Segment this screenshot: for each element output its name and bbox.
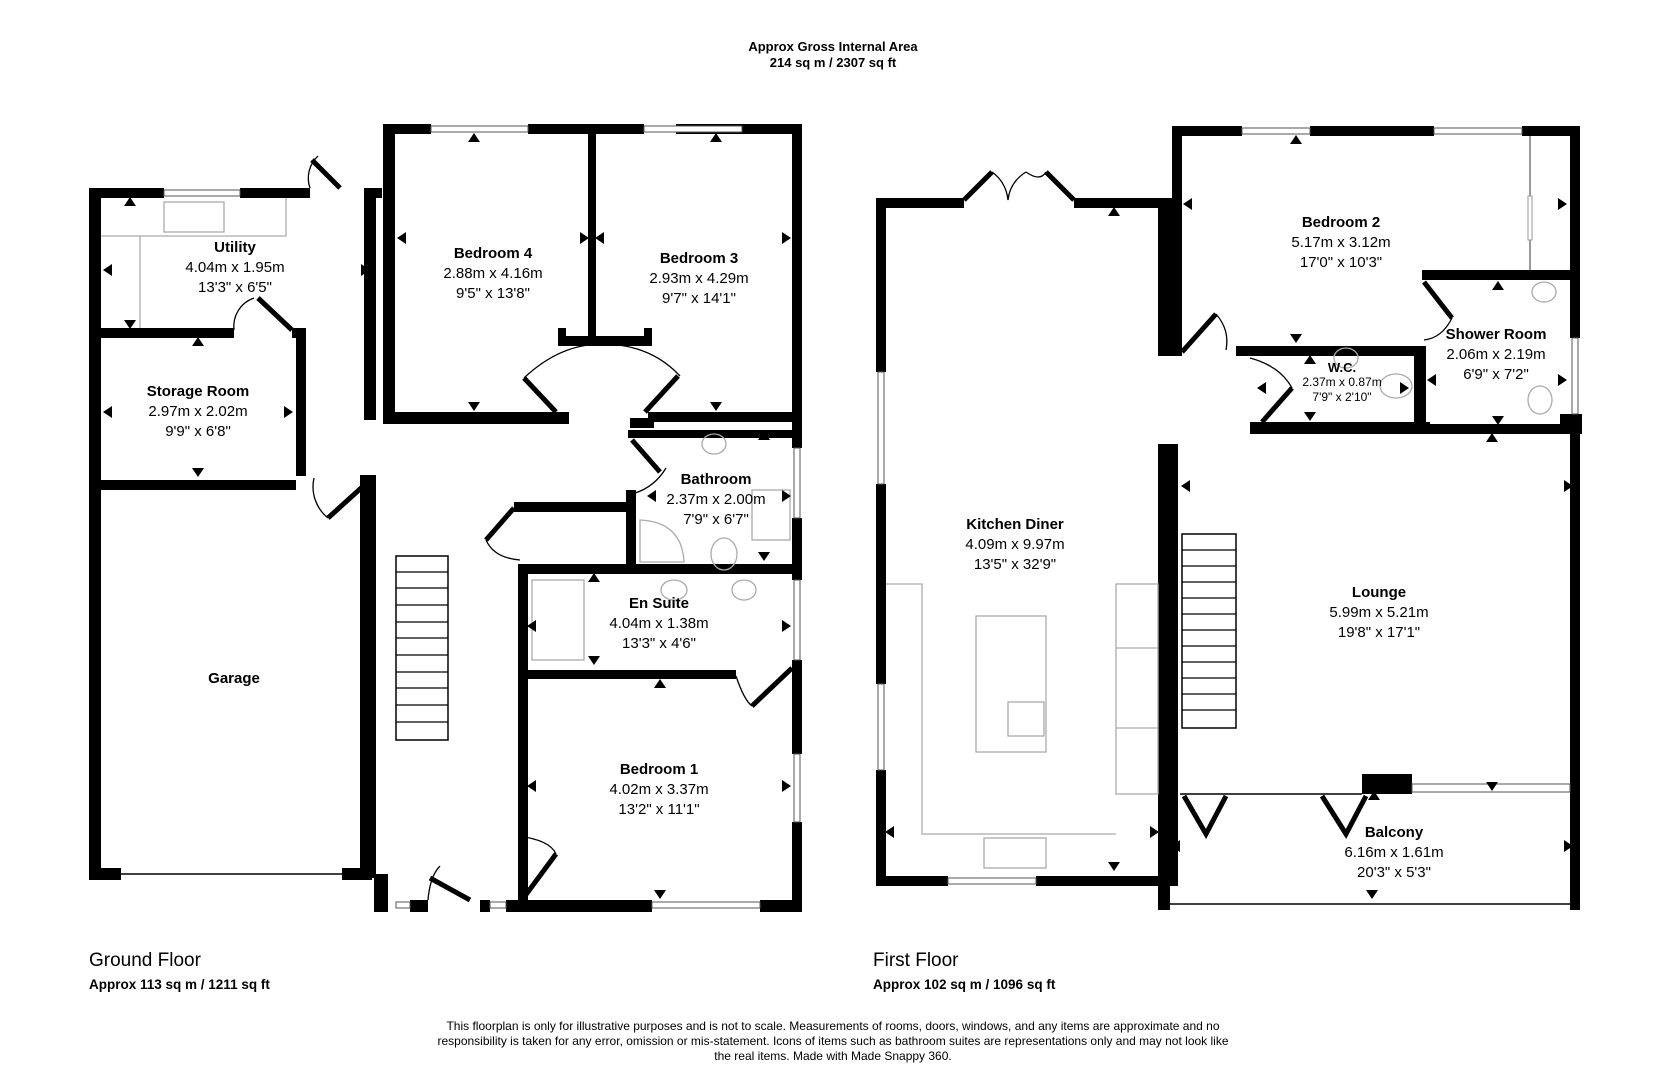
first-floor-walls: [876, 126, 1582, 910]
ground-floor-stairs: [395, 555, 449, 741]
ground-floor-walls: [89, 124, 802, 912]
ground-floor-area: Approx 113 sq m / 1211 sq ft: [89, 977, 270, 992]
gross-area-value: 214 sq m / 2307 sq ft: [769, 55, 897, 70]
room-storage: Storage Room 2.97m x 2.02m 9'9" x 6'8": [146, 383, 250, 440]
ground-floor-caption: Ground Floor Approx 113 sq m / 1211 sq f…: [89, 949, 270, 992]
room-shower-room: Shower Room 2.06m x 2.19m 6'9" x 7'2": [1445, 326, 1547, 383]
room-bedroom-2: Bedroom 2 5.17m x 3.12m 17'0" x 10'3": [1291, 214, 1391, 271]
first-floor-area: Approx 102 sq m / 1096 sq ft: [873, 977, 1056, 992]
ground-floor-name: Ground Floor: [89, 950, 201, 971]
ground-floor-fixtures: [101, 198, 791, 661]
first-floor-fixtures: [886, 281, 1557, 869]
room-lounge: Lounge 5.99m x 5.21m 19'8" x 17'1": [1329, 584, 1429, 641]
dimension-arrows: [103, 133, 1573, 899]
first-floor-windows: [877, 127, 1579, 885]
ground-floor-doors: [233, 155, 794, 903]
room-bedroom-4: Bedroom 4 2.88m x 4.16m 9'5" x 13'8": [443, 245, 543, 302]
first-floor-name: First Floor: [873, 950, 959, 971]
gross-area-header: Approx Gross Internal Area 214 sq m / 23…: [748, 39, 917, 71]
room-bathroom: Bathroom 2.37m x 2.00m 7'9" x 6'7": [666, 471, 766, 528]
room-utility: Utility 4.04m x 1.95m 13'3" x 6'5": [185, 239, 285, 296]
ground-floor-windows: [163, 125, 801, 909]
disclaimer-text: This floorplan is only for illustrative …: [437, 1019, 1229, 1063]
first-floor-doors: [962, 170, 1454, 840]
room-balcony: Balcony 6.16m x 1.61m 20'3" x 5'3": [1344, 824, 1444, 881]
room-en-suite: En Suite 4.04m x 1.38m 13'3" x 4'6": [609, 595, 709, 652]
gross-area-title: Approx Gross Internal Area: [748, 39, 918, 54]
room-wc: W.C. 2.37m x 0.87m 7'9" x 2'10": [1302, 360, 1382, 404]
first-floor-stairs: [1181, 533, 1237, 729]
room-garage: Garage: [208, 670, 260, 687]
first-floor-caption: First Floor Approx 102 sq m / 1096 sq ft: [873, 949, 1055, 992]
room-bedroom-3: Bedroom 3 2.93m x 4.29m 9'7" x 14'1": [649, 250, 749, 307]
room-kitchen-diner: Kitchen Diner 4.09m x 9.97m 13'5" x 32'9…: [965, 516, 1065, 573]
room-bedroom-1: Bedroom 1 4.02m x 3.37m 13'2" x 11'1": [609, 761, 709, 818]
